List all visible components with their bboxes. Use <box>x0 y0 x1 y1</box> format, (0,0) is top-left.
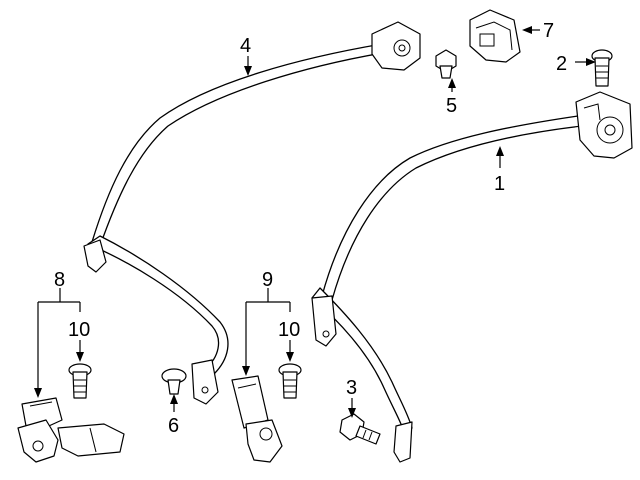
callout-2: 2 <box>556 53 567 75</box>
callout-10-left: 10 <box>68 319 90 341</box>
callout-1: 1 <box>494 173 505 195</box>
callout-10-middle: 10 <box>278 319 300 341</box>
callout-3: 3 <box>346 377 357 399</box>
bolt-10-middle <box>278 363 302 399</box>
buckle-assembly-9 <box>231 375 283 463</box>
belt-assembly-1 <box>311 91 633 463</box>
buckle-assembly-8 <box>17 397 125 463</box>
callout-labels: 1 2 3 4 5 6 7 8 9 10 10 <box>54 20 567 437</box>
callout-9: 9 <box>262 269 273 291</box>
callout-7: 7 <box>543 20 554 42</box>
bolt-5 <box>435 49 457 79</box>
screw-6 <box>161 368 187 395</box>
belt-assembly-4 <box>83 21 421 405</box>
bolt-2 <box>591 49 613 87</box>
retractor-cover-7 <box>469 9 521 63</box>
leader-lines <box>34 26 596 418</box>
callout-5: 5 <box>446 95 457 117</box>
callout-6: 6 <box>168 415 179 437</box>
bolt-3 <box>339 413 381 445</box>
callout-8: 8 <box>54 269 65 291</box>
bolt-10-left <box>68 363 92 399</box>
callout-4: 4 <box>240 35 251 57</box>
